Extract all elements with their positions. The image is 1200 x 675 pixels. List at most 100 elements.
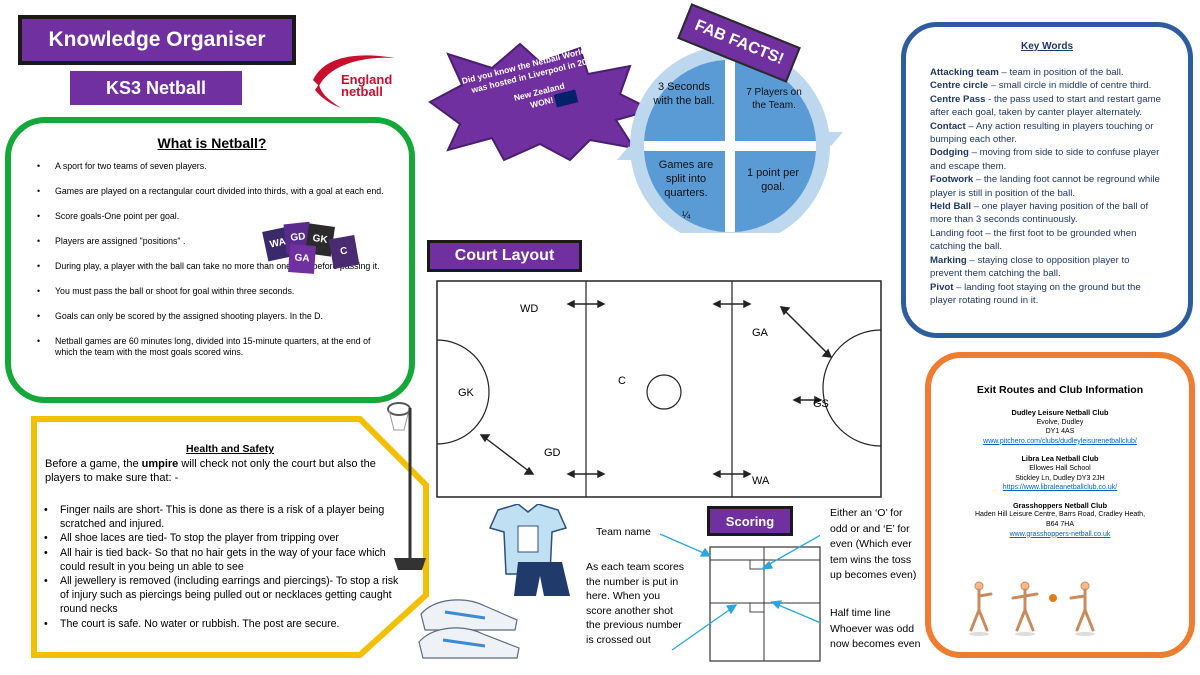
each-team-text: As each team scores the number is put in… bbox=[586, 561, 685, 646]
club-name: Dudley Leisure Netball Club bbox=[1011, 408, 1109, 417]
key-word-definition: – one player having position of the ball… bbox=[930, 201, 1149, 226]
club-address: Haden Hill Leisure Centre, Barrs Road, C… bbox=[974, 511, 1146, 519]
what-is-item: A sport for two teams of seven players. bbox=[33, 161, 391, 172]
pos-ga: GA bbox=[752, 327, 769, 339]
page-subtitle: KS3 Netball bbox=[105, 77, 207, 98]
key-word-term: Held Ball bbox=[930, 201, 972, 213]
key-word-item: Contact – Any action resulting in player… bbox=[930, 120, 1164, 147]
key-word-item: Centre circle – small circle in middle o… bbox=[930, 79, 1164, 92]
club-entry: Libra Lea Netball Club Ellowes Hall Scho… bbox=[939, 454, 1181, 492]
club-address: Ellowes Hall School bbox=[1029, 464, 1091, 472]
what-is-item: Score goals-One point per goal. bbox=[33, 211, 391, 222]
club-entry: Dudley Leisure Netball Club Evolve, Dudl… bbox=[939, 408, 1181, 446]
what-is-item: During play, a player with the ball can … bbox=[33, 261, 391, 272]
club-link[interactable]: www.pitchero.com/clubs/dudleyleisurenetb… bbox=[983, 437, 1137, 445]
pos-gk: GK bbox=[458, 387, 475, 399]
club-address: Evolve, Dudley bbox=[1036, 418, 1084, 426]
key-word-item: Attacking team – team in position of the… bbox=[930, 66, 1164, 79]
what-is-item: You must pass the ball or shoot for goal… bbox=[33, 286, 391, 297]
club-entry: Grasshoppers Netball Club Haden Hill Lei… bbox=[939, 501, 1181, 539]
fab-quadrant-tr bbox=[735, 60, 816, 141]
key-word-definition: - the pass used to start and restart gam… bbox=[930, 93, 1161, 119]
subtitle-banner: KS3 Netball bbox=[70, 71, 242, 105]
club-postcode: Stickley Ln, Dudley DY3 2JH bbox=[1015, 474, 1105, 482]
logo-line2: netball bbox=[341, 84, 383, 99]
key-word-definition: – small circle in middle of centre third… bbox=[988, 80, 1152, 92]
health-intro-a: Before a game, the bbox=[45, 458, 142, 470]
half-time-text: Half time line Whoever was odd now becom… bbox=[830, 607, 921, 650]
key-word-item: Marking – staying close to opposition pl… bbox=[930, 254, 1164, 281]
key-word-term: Centre circle bbox=[930, 80, 989, 92]
what-is-title: What is Netball? bbox=[157, 135, 267, 151]
team-name-label: Team name bbox=[596, 526, 651, 538]
key-word-term: Contact bbox=[930, 120, 966, 132]
key-word-definition: – landing foot staying on the ground but… bbox=[930, 281, 1141, 306]
fab-fact-q2: 7 Players on the Team. bbox=[746, 87, 802, 111]
court-layout-banner: Court Layout bbox=[427, 240, 582, 272]
what-is-item: Goals can only be scored by the assigned… bbox=[33, 311, 391, 322]
key-words-panel: Key Words Attacking team – team in posit… bbox=[901, 22, 1193, 338]
club-name: Libra Lea Netball Club bbox=[1021, 454, 1099, 464]
fab-fact-q3: Games are split into quarters. bbox=[658, 159, 714, 199]
health-item: All jewellery is removed (including earr… bbox=[40, 574, 400, 617]
netball-post-image bbox=[380, 398, 430, 578]
club-name: Grasshoppers Netball Club bbox=[1012, 500, 1108, 510]
health-safety-panel: Health and Safety Before a game, the ump… bbox=[30, 415, 430, 660]
court-layout-title: Court Layout bbox=[454, 247, 555, 264]
what-is-item: Players are assigned "positions" . bbox=[33, 236, 391, 247]
netball-kit-image bbox=[488, 503, 576, 600]
logo-line1: England bbox=[341, 72, 393, 87]
key-word-definition: – staying close to opposition player to … bbox=[930, 254, 1130, 280]
key-words-title: Key Words bbox=[1020, 41, 1074, 52]
key-word-term: Footwork bbox=[930, 174, 974, 186]
players-passing-image bbox=[967, 580, 1107, 638]
key-word-term: Pivot bbox=[930, 281, 954, 293]
exit-routes-panel: Exit Routes and Club Information Dudley … bbox=[925, 352, 1195, 658]
netball-shoes-image bbox=[415, 592, 523, 664]
key-word-term: Dodging bbox=[930, 147, 969, 159]
what-is-list: A sport for two teams of seven players. … bbox=[33, 161, 391, 358]
key-word-definition: Landing foot – the first foot to be grou… bbox=[930, 227, 1137, 253]
pos-gs: GS bbox=[813, 398, 829, 410]
health-intro-c: will check not only the court but also t… bbox=[45, 458, 376, 484]
club-postcode: DY1 4AS bbox=[1045, 428, 1075, 436]
pos-wa: WA bbox=[752, 475, 770, 487]
health-item: Finger nails are short- This is done as … bbox=[40, 503, 400, 531]
scoring-title: Scoring bbox=[725, 513, 775, 529]
pos-wd: WD bbox=[520, 303, 538, 315]
club-link[interactable]: https://www.libraleanetballclub.co.uk/ bbox=[1002, 484, 1118, 492]
key-word-term: Marking bbox=[930, 254, 967, 266]
fab-quadrant-bl bbox=[644, 151, 725, 232]
health-intro-umpire: umpire bbox=[141, 458, 179, 470]
key-word-item: Held Ball – one player having position o… bbox=[930, 200, 1164, 227]
court-diagram: WD GK GD C GA GS WA bbox=[436, 280, 882, 498]
scoring-arrows bbox=[660, 533, 820, 651]
fab-fact-q4: 1 point per goal. bbox=[747, 167, 799, 193]
key-word-definition: – the landing foot cannot be reground wh… bbox=[930, 174, 1160, 199]
key-word-item: Centre Pass - the pass used to start and… bbox=[930, 93, 1164, 120]
what-is-item: Netball games are 60 minutes long, divid… bbox=[33, 336, 391, 358]
key-word-definition: – moving from side to side to confuse pl… bbox=[930, 147, 1160, 172]
club-list: Dudley Leisure Netball Club Evolve, Dudl… bbox=[939, 408, 1181, 539]
health-item: All shoe laces are tied- To stop the pla… bbox=[40, 531, 400, 545]
key-word-definition: – team in position of the ball. bbox=[998, 67, 1124, 78]
health-intro: Before a game, the umpire will check not… bbox=[45, 457, 400, 485]
fab-fact-q3-fraction: ¼ bbox=[681, 210, 691, 221]
scoring-banner: Scoring bbox=[707, 506, 793, 536]
key-word-term: Centre Pass bbox=[930, 93, 986, 105]
pos-gd: GD bbox=[544, 447, 561, 459]
fab-quadrant-tl bbox=[644, 60, 725, 141]
bib-c: C bbox=[328, 234, 360, 270]
pos-c: C bbox=[618, 375, 626, 387]
position-bibs-image: WA GD GK GA C bbox=[262, 221, 367, 275]
title-banner: Knowledge Organiser bbox=[18, 15, 296, 65]
bib-ga: GA bbox=[288, 244, 316, 274]
key-word-definition: – Any action resulting in players touchi… bbox=[930, 120, 1154, 146]
key-word-item: Pivot – landing foot staying on the grou… bbox=[930, 281, 1164, 308]
england-netball-logo: England netball bbox=[305, 50, 405, 110]
health-title: Health and Safety bbox=[185, 443, 275, 455]
health-item: All hair is tied back- So that no hair g… bbox=[40, 546, 400, 574]
fab-facts-diagram: FAB FACTS! 3 Seconds with the ball. 7 Pl… bbox=[612, 3, 852, 233]
health-item: The court is safe. No water or rubbish. … bbox=[40, 617, 400, 631]
club-link[interactable]: www.grasshoppers-netball.co.uk bbox=[1009, 530, 1111, 538]
